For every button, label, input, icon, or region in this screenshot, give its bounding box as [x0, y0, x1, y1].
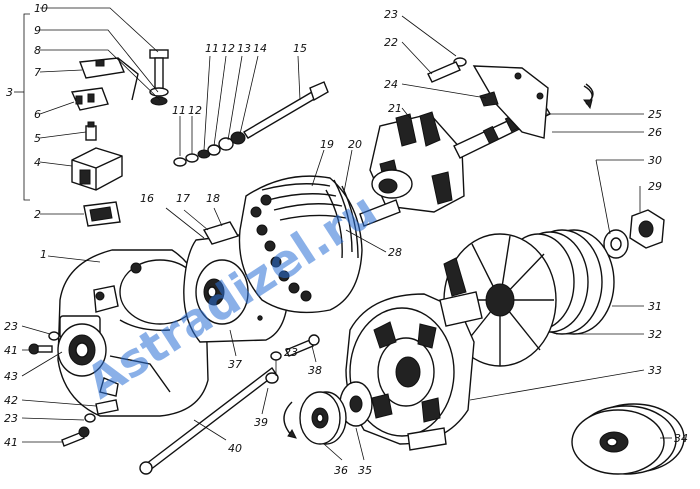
callout-41-top: 41 — [4, 344, 18, 357]
callout-23-top: 23 — [384, 8, 398, 21]
callout-4: 4 — [34, 156, 41, 169]
callout-11-top: 11 — [205, 42, 219, 55]
part-nut-29 — [629, 209, 665, 249]
callout-29: 29 — [648, 180, 662, 193]
callout-30: 30 — [648, 154, 662, 167]
callout-6: 6 — [34, 108, 41, 121]
callout-10: 10 — [34, 2, 48, 15]
callout-13: 13 — [237, 42, 251, 55]
rotation-arrows — [283, 83, 594, 439]
callout-26: 26 — [648, 126, 662, 139]
part-housing-1 — [57, 249, 209, 417]
part-plate-23 — [427, 57, 593, 139]
part-bearing-shield-16 — [183, 221, 289, 343]
callout-labels: 3 10 9 8 7 6 5 4 2 1 11 12 13 14 15 11 1… — [4, 2, 688, 477]
callout-24: 24 — [384, 78, 398, 91]
callout-41-bottom: 41 — [4, 436, 18, 449]
callout-11-bottom: 11 — [172, 104, 186, 117]
callout-43: 43 — [4, 370, 18, 383]
callout-35: 35 — [358, 464, 372, 477]
part-gasket-2 — [83, 201, 121, 227]
callout-2: 2 — [34, 208, 41, 221]
part-brush-holder-7 — [79, 57, 139, 101]
part-bearing-36 — [299, 391, 347, 445]
callout-42: 42 — [4, 394, 18, 407]
callout-32: 32 — [648, 328, 662, 341]
callout-1: 1 — [40, 248, 47, 261]
callout-15: 15 — [293, 42, 307, 55]
callout-33: 33 — [648, 364, 662, 377]
callout-23-mid: 23 — [284, 346, 298, 359]
callout-12-top: 12 — [221, 42, 235, 55]
callout-14: 14 — [253, 42, 267, 55]
callout-38: 38 — [308, 364, 322, 377]
part-brush-6 — [70, 87, 109, 111]
callout-16: 16 — [140, 192, 154, 205]
part-stator-19 — [238, 175, 363, 314]
callout-36: 36 — [334, 464, 348, 477]
callout-8: 8 — [34, 44, 41, 57]
callout-group-3: 3 — [6, 86, 13, 99]
callout-28: 28 — [388, 246, 402, 259]
callout-40: 40 — [228, 442, 242, 455]
callout-7: 7 — [34, 66, 41, 79]
callout-19: 19 — [320, 138, 334, 151]
part-washer-30 — [603, 229, 629, 259]
group-bracket-3 — [14, 13, 30, 201]
callout-20: 20 — [348, 138, 362, 151]
part-screw-41-top — [28, 331, 60, 355]
part-screw-38 — [270, 334, 320, 361]
part-regulator-4 — [71, 147, 123, 191]
callout-5: 5 — [34, 132, 41, 145]
callout-17: 17 — [176, 192, 190, 205]
part-fan-32 — [443, 233, 557, 367]
callout-39: 39 — [254, 416, 268, 429]
part-screw-41-bottom — [61, 399, 119, 447]
part-pulley-34 — [571, 403, 685, 475]
callout-9: 9 — [34, 24, 41, 37]
callout-31: 31 — [648, 300, 662, 313]
leader-lines — [21, 7, 672, 461]
callout-22: 22 — [384, 36, 398, 49]
callout-37: 37 — [228, 358, 242, 371]
part-brush-5 — [85, 121, 97, 141]
callout-21: 21 — [388, 102, 402, 115]
callout-18: 18 — [206, 192, 220, 205]
callout-34: 34 — [674, 432, 688, 445]
part-washers-11-14 — [173, 131, 246, 167]
part-screw-10 — [149, 49, 169, 106]
callout-12-bottom: 12 — [188, 104, 202, 117]
part-rear-housing-33 — [345, 291, 483, 451]
part-bolt-15 — [243, 81, 329, 139]
callout-25: 25 — [648, 108, 662, 121]
callout-23-left: 23 — [4, 320, 18, 333]
callout-23-bottom: 23 — [4, 412, 18, 425]
